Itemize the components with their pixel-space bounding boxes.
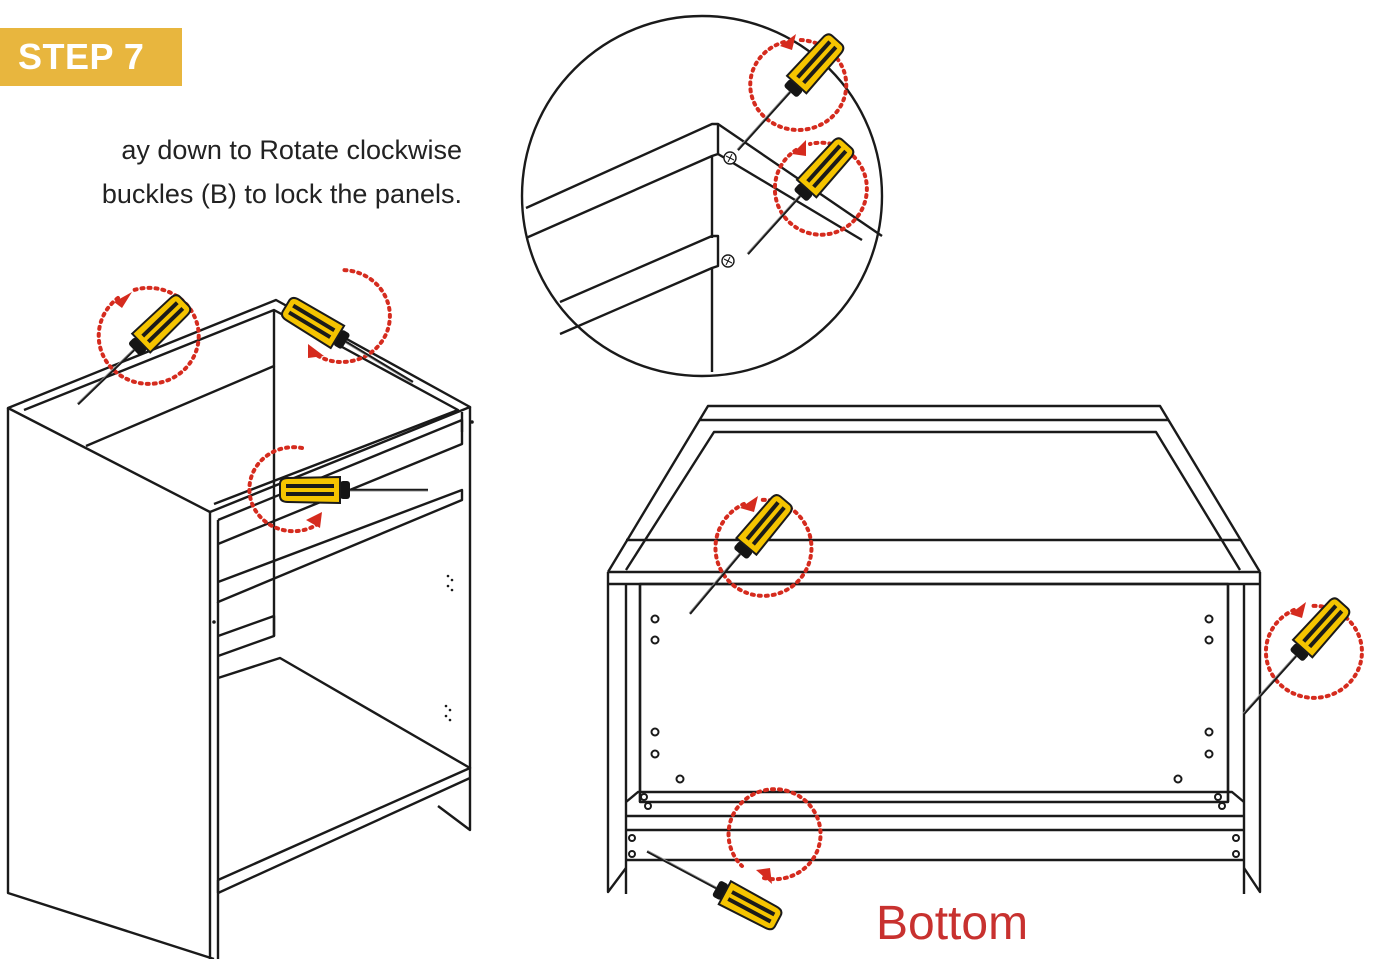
step-label: STEP 7 <box>18 36 145 77</box>
screwdriver-icon <box>278 475 430 505</box>
step-badge: STEP 7 <box>0 28 182 86</box>
cabinet-bottom-view <box>606 404 1262 894</box>
zoom-detail <box>520 14 884 378</box>
instruction-line-2: buckles (B) to lock the panels. <box>101 179 462 209</box>
arrow-heads <box>114 34 1306 884</box>
screwdriver-icon <box>677 490 797 625</box>
bottom-label: Bottom <box>876 897 1029 950</box>
screwdriver-icon <box>726 29 849 161</box>
instruction-line-1: ay down to Rotate clockwise <box>121 135 462 165</box>
cabinet-left <box>6 298 474 959</box>
instruction-text: ay down to Rotate clockwise buckles (B) … <box>0 128 462 216</box>
screwdriver-icon <box>641 840 784 932</box>
screwdriver-icon <box>66 290 196 416</box>
